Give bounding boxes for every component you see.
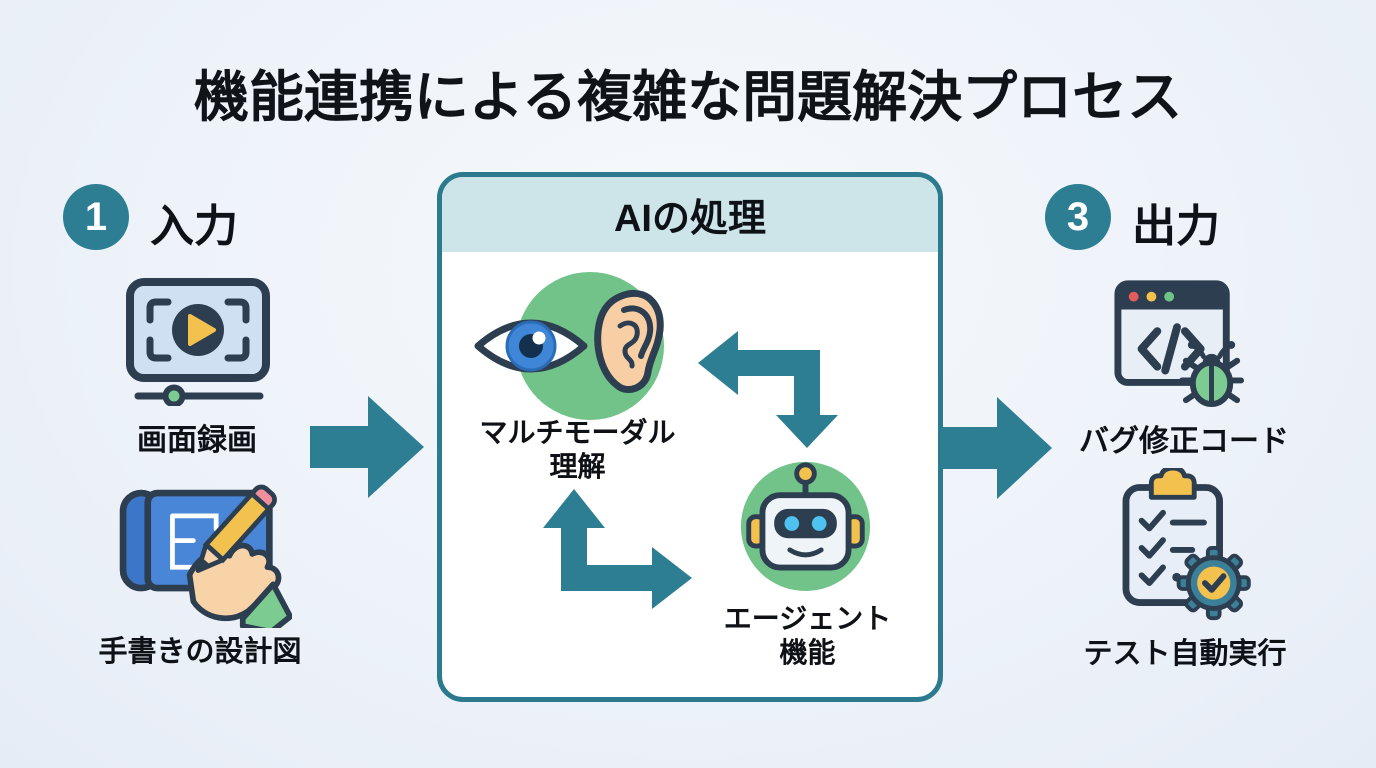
screen-recording-icon (122, 276, 274, 408)
clipboard-gear-icon (1112, 465, 1254, 624)
agent-label-line1: エージェント (723, 603, 892, 634)
ai-process-header-label: AIの処理 (613, 198, 766, 240)
input-step-label: 入力 (150, 202, 238, 251)
agent-node-label: エージェント 機能 (700, 602, 915, 670)
blueprint-hand-icon (108, 476, 294, 635)
bug-icon (1179, 341, 1245, 408)
ai-process-header: AIの処理 (442, 177, 938, 252)
ear-icon (594, 289, 664, 393)
clipboard-caption: テスト自動実行 (1083, 638, 1287, 670)
eye-icon (474, 319, 588, 373)
gear-check-icon (1176, 546, 1251, 621)
input-to-process-arrow (310, 396, 424, 498)
screen-recording-icon-svg (126, 278, 270, 408)
pencil-icon (195, 484, 277, 573)
clipboard-gear-icon-svg (1122, 465, 1251, 621)
multimodal-node-label: マルチモーダル 理解 (455, 416, 700, 484)
eye-ear-icon (468, 270, 683, 420)
multimodal-label-line2: 理解 (549, 451, 606, 482)
output-step-badge: 3 (1045, 184, 1111, 250)
blueprint-hand-icon-svg (119, 484, 294, 635)
code-bug-caption: バグ修正コード (1079, 425, 1289, 458)
screen-recording-caption: 画面録画 (137, 424, 257, 457)
output-step-number: 3 (1066, 194, 1090, 239)
output-step-label: 出力 (1132, 202, 1220, 251)
code-bug-icon-svg (1114, 280, 1245, 408)
input-step-number: 1 (84, 194, 108, 239)
code-bug-icon (1110, 276, 1248, 410)
page-title: 機能連携による複雑な問題解決プロセス (193, 66, 1183, 128)
agent-label-line2: 機能 (779, 637, 836, 668)
eye-ear-icon-svg (474, 272, 664, 420)
robot-icon (737, 456, 874, 593)
ai-process-box: AIの処理 (437, 172, 943, 702)
process-to-output-arrow (941, 397, 1052, 499)
multimodal-label-line1: マルチモーダル (479, 417, 676, 448)
blueprint-caption: 手書きの設計図 (98, 636, 302, 668)
robot-icon-svg (740, 461, 871, 592)
input-step-badge: 1 (63, 184, 129, 250)
